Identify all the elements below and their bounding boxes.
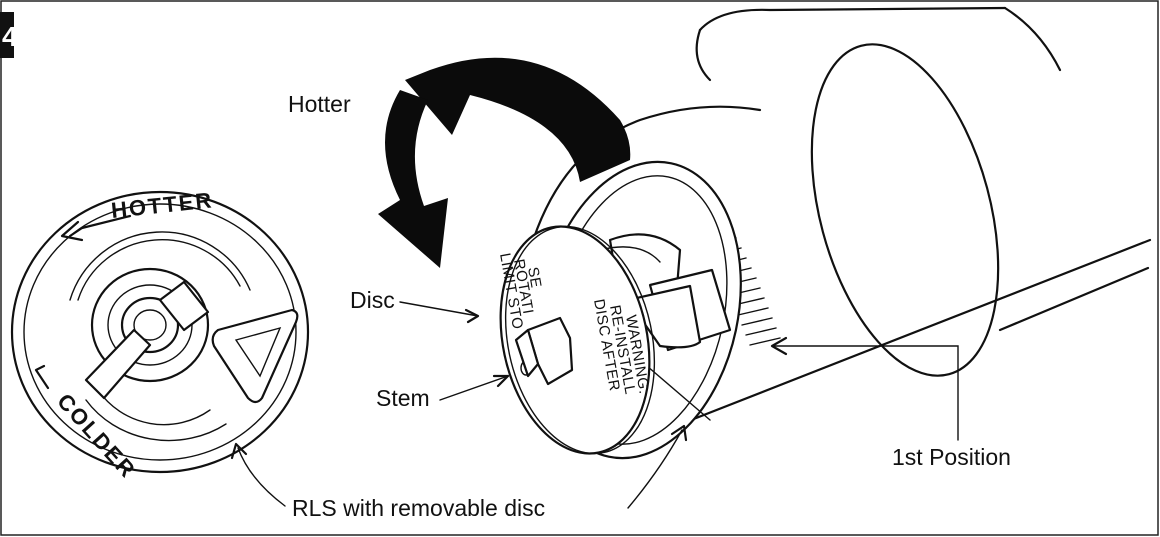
dial-lever-tab bbox=[158, 280, 210, 332]
hotter-rotation-arrow bbox=[378, 57, 631, 268]
dial-hotter-label: HOTTER bbox=[110, 187, 215, 223]
dial-inner-rim bbox=[23, 203, 297, 461]
removable-disc: SE ROTATI LIMIT STO WARNING: RE-INSTALL … bbox=[496, 225, 656, 455]
colder-direction-arrow bbox=[34, 364, 50, 390]
stem-label: Stem bbox=[376, 385, 430, 411]
cartridge-body-bottom bbox=[638, 238, 1152, 442]
first-position-label: 1st Position bbox=[892, 444, 1011, 470]
cartridge-flange bbox=[810, 43, 1000, 377]
rls-label: RLS with removable disc bbox=[292, 495, 545, 521]
dial-colder-label: COLDER bbox=[52, 389, 141, 484]
hotter-direction-arrow bbox=[68, 214, 132, 238]
dial-stem-ring bbox=[90, 267, 210, 383]
disc-stem bbox=[514, 316, 574, 386]
first-position-leader-line bbox=[771, 345, 959, 441]
cartridge-body-top bbox=[528, 105, 762, 252]
disc-text-left-1: SE bbox=[524, 266, 544, 290]
dial-lever bbox=[84, 328, 152, 400]
step-number: 4 bbox=[2, 21, 18, 52]
disc-label: Disc bbox=[350, 287, 395, 313]
dial-outer-rim bbox=[10, 190, 310, 474]
disc-face bbox=[499, 225, 651, 455]
rls-leader-right bbox=[627, 429, 683, 509]
stem-leader-line bbox=[439, 375, 509, 401]
dial-stop-triangle bbox=[211, 308, 299, 404]
hotter-label: Hotter bbox=[288, 91, 351, 117]
temperature-dial: HOTTER COLDER bbox=[10, 187, 310, 484]
rls-leader-left bbox=[237, 447, 286, 507]
disc-leader-line bbox=[399, 301, 479, 317]
step-marker: 4 bbox=[0, 12, 18, 58]
